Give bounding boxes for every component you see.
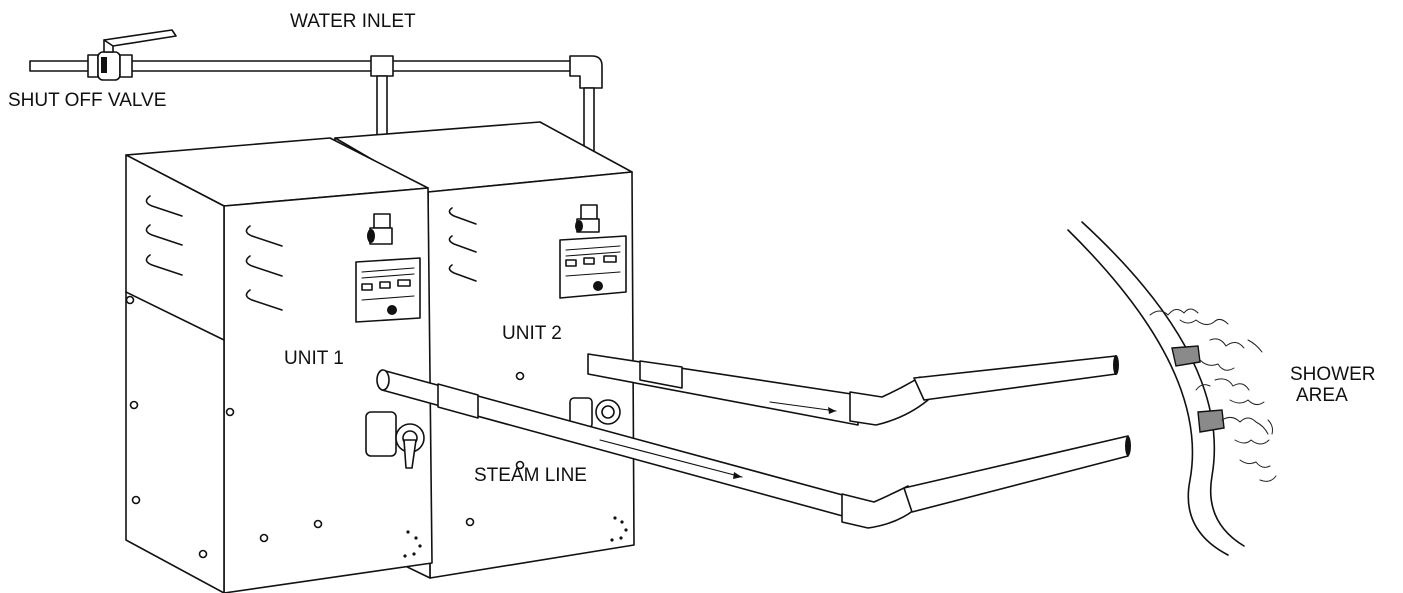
elbow-fitting xyxy=(569,55,603,89)
unit-1-generator xyxy=(125,137,433,593)
unit-1-label: UNIT 1 xyxy=(284,348,344,369)
valve-icon xyxy=(87,29,177,81)
vent-dots-unit-1 xyxy=(403,530,422,558)
unit-2-label: UNIT 2 xyxy=(502,323,562,344)
shut-off-valve-label: SHUT OFF VALVE xyxy=(8,90,166,111)
water-inlet-label: WATER INLET xyxy=(290,11,416,32)
shower-area-label-line2: AREA xyxy=(1296,385,1348,406)
tee-fitting xyxy=(370,55,394,77)
shower-area-label-line1: SHOWER xyxy=(1290,364,1376,385)
steam-line-unit-2 xyxy=(587,353,1119,426)
steam-line-unit-1 xyxy=(376,369,1131,529)
vent-dots-unit-2 xyxy=(610,516,628,542)
steam-head-icon xyxy=(1171,345,1225,433)
label-plate-unit-1 xyxy=(355,257,421,323)
steam-cloud xyxy=(1149,308,1277,482)
label-plate-unit-2 xyxy=(559,235,627,299)
drain-valve-unit-2 xyxy=(569,397,621,429)
inlet-fitting-unit-2 xyxy=(575,204,600,233)
inlet-fitting-unit-1 xyxy=(367,213,393,245)
drain-valve-unit-1 xyxy=(365,411,425,469)
steam-line-label: STEAM LINE xyxy=(474,465,587,486)
shower-wall xyxy=(1067,221,1277,556)
